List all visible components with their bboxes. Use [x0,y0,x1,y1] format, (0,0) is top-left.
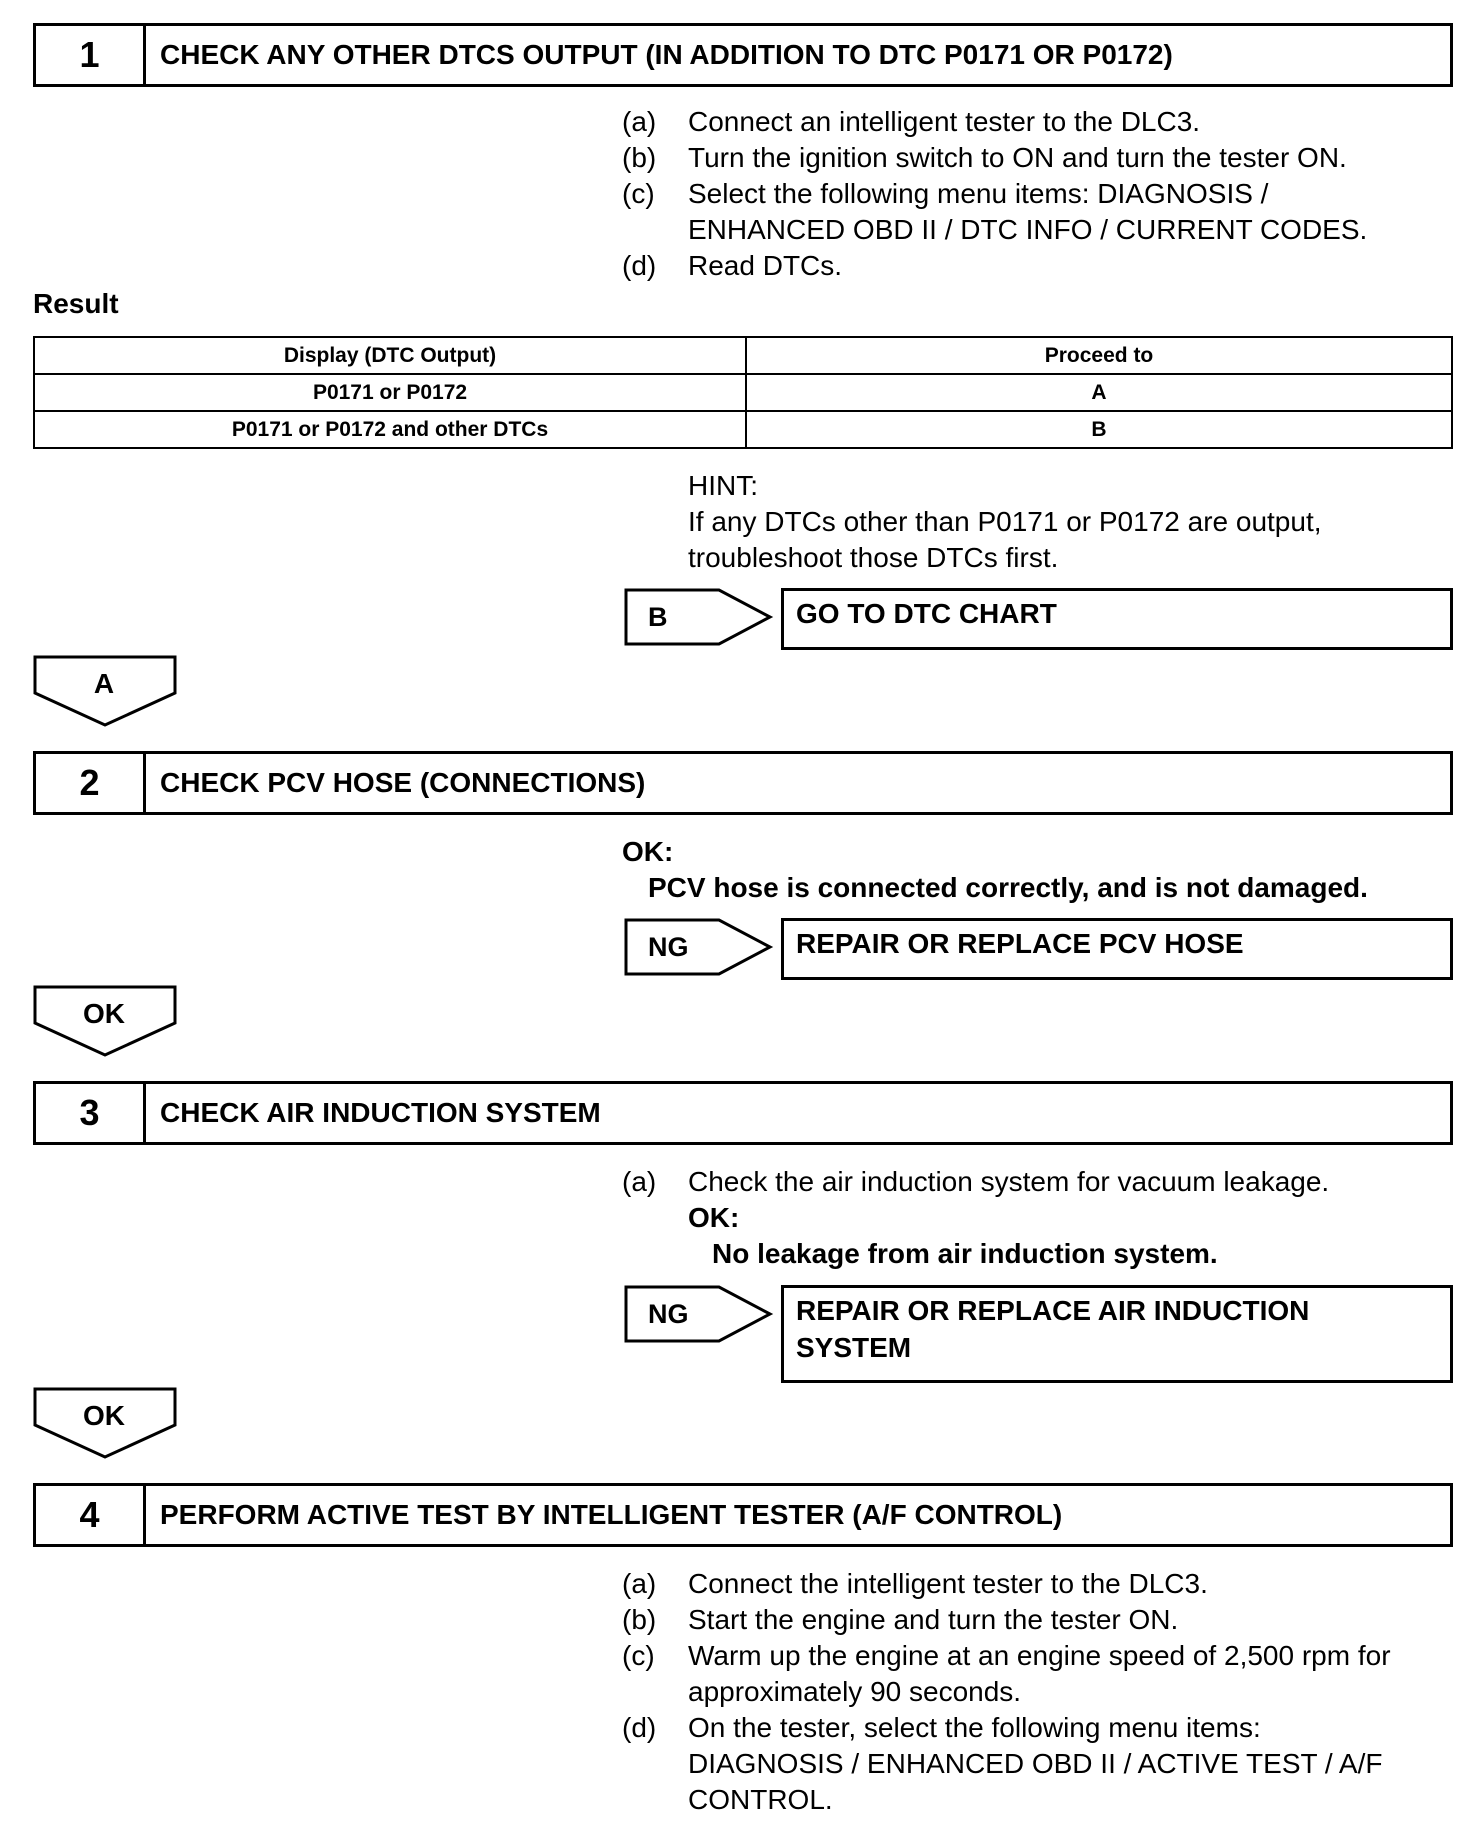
step-2-header: 2 CHECK PCV HOSE (CONNECTIONS) [33,751,1453,815]
step-title: PERFORM ACTIVE TEST BY INTELLIGENT TESTE… [160,1499,1063,1530]
step-4-header: 4 PERFORM ACTIVE TEST BY INTELLIGENT TES… [33,1483,1453,1547]
result-heading: Result [33,288,119,319]
table-cell: P0171 or P0172 [33,373,747,412]
ok-label: OK: [622,836,674,867]
item-label: (a) [622,106,657,137]
ok-criteria: No leakage from air induction system. [712,1238,1218,1269]
step-title: CHECK PCV HOSE (CONNECTIONS) [160,767,646,798]
item-text: On the tester, select the following menu… [688,1712,1261,1743]
hint-text: If any DTCs other than P0171 or P0172 ar… [688,506,1322,537]
item-text: Select the following menu items: DIAGNOS… [688,178,1269,209]
table-cell: B [745,410,1453,449]
item-label: (a) [622,1166,657,1197]
hint-text: troubleshoot those DTCs first. [688,542,1059,573]
result-table: Display (DTC Output) Proceed to P0171 or… [33,336,1453,449]
item-label: (a) [622,1568,657,1599]
branch-tag: NG [648,1299,689,1329]
next-step-label: A [93,668,115,699]
table-row: P0171 or P0172 A [33,373,1453,412]
item-label: (c) [622,1640,655,1671]
branch-destination-box: GO TO DTC CHART [781,588,1453,650]
item-text: Connect the intelligent tester to the DL… [688,1568,1208,1599]
next-step-label: OK [83,998,125,1029]
step-number: 2 [36,754,146,812]
step-1-header: 1 CHECK ANY OTHER DTCS OUTPUT (IN ADDITI… [33,23,1453,87]
branch-tag: B [648,602,668,632]
branch-arrow-icon [624,588,774,646]
down-arrow-icon [33,985,177,1057]
branch-tag: NG [648,932,689,962]
item-text: DIAGNOSIS / ENHANCED OBD II / ACTIVE TES… [688,1748,1383,1779]
item-label: (d) [622,1712,657,1743]
branch-destination-text: SYSTEM [796,1332,912,1363]
step-number: 1 [36,26,146,84]
step-number: 3 [36,1084,146,1142]
table-header-row: Display (DTC Output) Proceed to [33,336,1453,375]
ok-label: OK: [688,1202,740,1233]
table-cell: P0171 or P0172 and other DTCs [33,410,747,449]
item-text: approximately 90 seconds. [688,1676,1022,1707]
item-text: Read DTCs. [688,250,843,281]
next-step-label: OK [83,1400,125,1431]
branch-destination-text: REPAIR OR REPLACE AIR INDUCTION [796,1295,1310,1326]
item-label: (c) [622,178,655,209]
item-text: Start the engine and turn the tester ON. [688,1604,1179,1635]
step-3-header: 3 CHECK AIR INDUCTION SYSTEM [33,1081,1453,1145]
item-label: (d) [622,250,657,281]
branch-destination-box: REPAIR OR REPLACE PCV HOSE [781,918,1453,980]
table-cell: A [745,373,1453,412]
table-header: Proceed to [745,336,1453,375]
item-label: (b) [622,1604,657,1635]
branch-destination-text: REPAIR OR REPLACE PCV HOSE [796,928,1244,959]
step-number: 4 [36,1486,146,1544]
item-text: Warm up the engine at an engine speed of… [688,1640,1391,1671]
step-title: CHECK ANY OTHER DTCS OUTPUT (IN ADDITION… [160,39,1173,70]
item-text: ENHANCED OBD II / DTC INFO / CURRENT COD… [688,214,1368,245]
branch-arrow-icon [624,1285,774,1343]
step-title: CHECK AIR INDUCTION SYSTEM [160,1097,601,1128]
hint-label: HINT: [688,470,758,501]
down-arrow-icon [33,1387,177,1459]
table-header: Display (DTC Output) [33,336,747,375]
table-row: P0171 or P0172 and other DTCs B [33,410,1453,449]
branch-destination-box: REPAIR OR REPLACE AIR INDUCTION SYSTEM [781,1285,1453,1383]
item-text: Connect an intelligent tester to the DLC… [688,106,1201,137]
branch-destination-text: GO TO DTC CHART [796,598,1057,629]
branch-arrow-icon [624,918,774,976]
ok-criteria: PCV hose is connected correctly, and is … [648,872,1368,903]
down-arrow-icon [33,655,177,727]
item-label: (b) [622,142,657,173]
item-text: Check the air induction system for vacuu… [688,1166,1330,1197]
item-text: Turn the ignition switch to ON and turn … [688,142,1347,173]
item-text: CONTROL. [688,1784,833,1815]
